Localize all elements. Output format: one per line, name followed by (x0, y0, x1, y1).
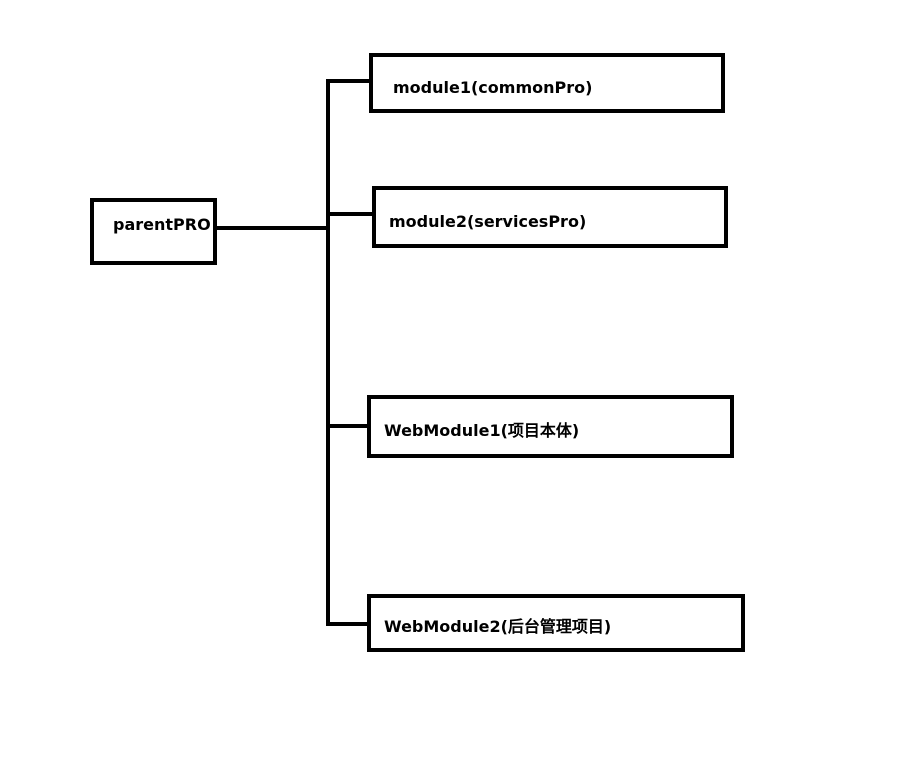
child-node-webmodule1 (367, 395, 734, 458)
child-node-module2-label: module2(servicesPro) (389, 212, 587, 231)
branch-line-webmodule2 (326, 622, 370, 626)
trunk-line (326, 79, 330, 626)
child-node-module2 (372, 186, 728, 248)
branch-line-webmodule1 (326, 424, 370, 428)
child-node-webmodule2-label: WebModule2(后台管理项目) (384, 617, 612, 636)
root-node-label: parentPRO (113, 215, 211, 234)
child-node-webmodule1-label: WebModule1(项目本体) (384, 421, 580, 440)
branch-line-module2 (326, 212, 375, 216)
child-node-module1 (369, 53, 725, 113)
child-node-webmodule2 (367, 594, 745, 652)
branch-line-module1 (326, 79, 372, 83)
root-node-parentpro (90, 198, 217, 265)
child-node-module1-label: module1(commonPro) (393, 78, 593, 97)
root-connector-line (214, 226, 330, 230)
